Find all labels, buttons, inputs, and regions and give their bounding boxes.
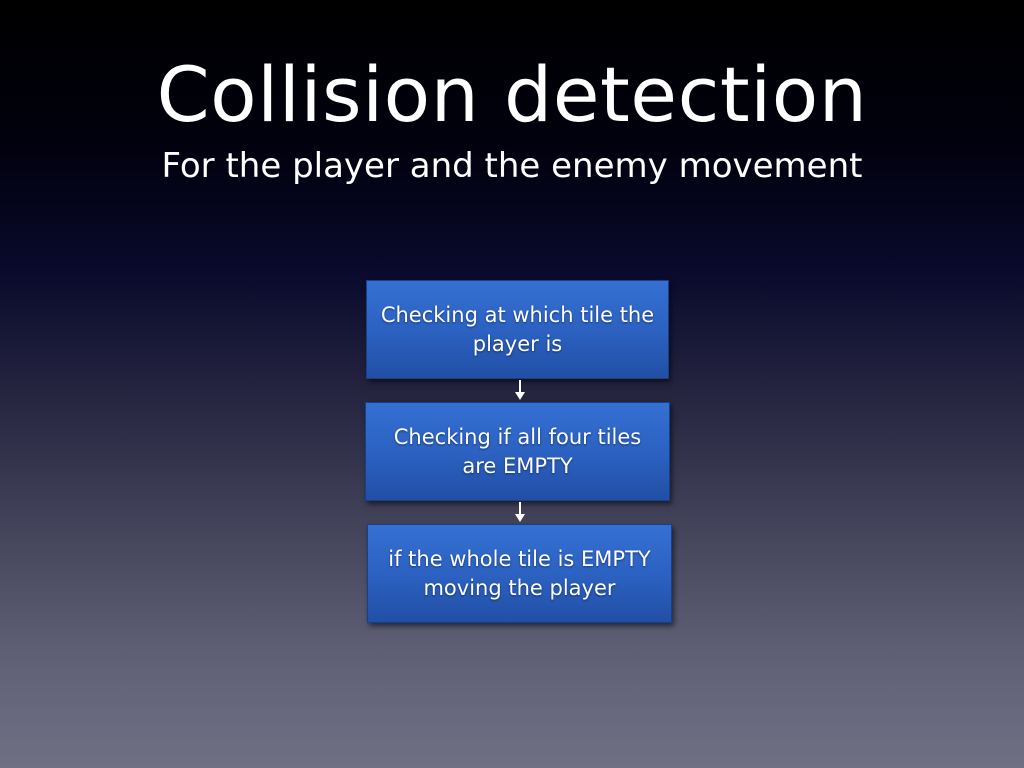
flowchart-step-check-tile: Checking at which tile the player is <box>366 280 669 379</box>
slide-title: Collision detection <box>156 50 868 139</box>
flowchart-step-label: if the whole tile is EMPTY moving the pl… <box>388 546 651 600</box>
flowchart-arrow-down <box>514 380 526 401</box>
flowchart-step-move-player: if the whole tile is EMPTY moving the pl… <box>367 524 672 623</box>
flowchart-step-label: Checking at which tile the player is <box>380 302 655 356</box>
slide-subtitle: For the player and the enemy movement <box>161 146 863 186</box>
flowchart-arrow-down <box>514 502 526 523</box>
arrow-head <box>515 514 525 522</box>
arrow-shaft <box>519 380 521 393</box>
flowchart-step-check-four-tiles: Checking if all four tiles are EMPTY <box>365 402 670 501</box>
flowchart-step-label: Checking if all four tiles are EMPTY <box>393 424 642 478</box>
arrow-head <box>515 392 525 400</box>
arrow-shaft <box>519 502 521 515</box>
